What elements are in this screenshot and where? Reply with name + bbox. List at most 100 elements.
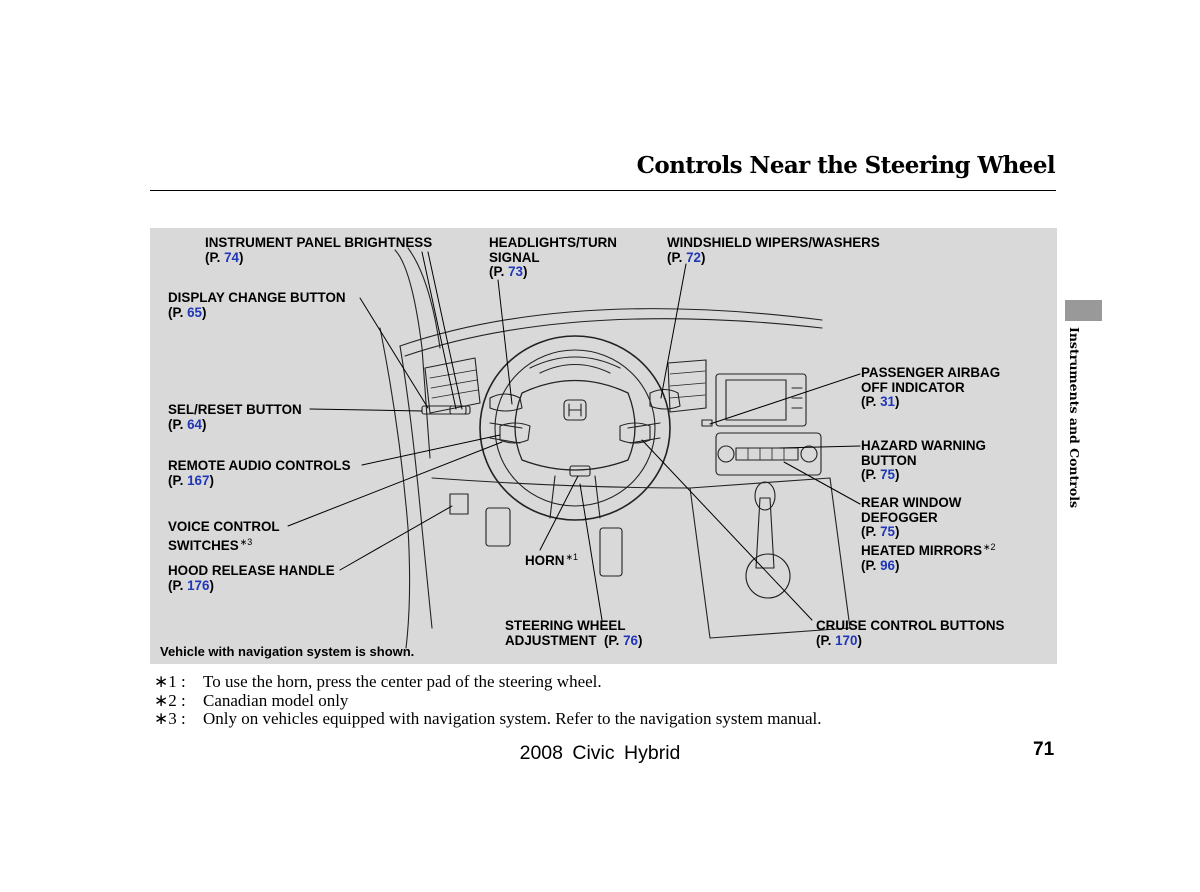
page-link-73[interactable]: 73 bbox=[508, 264, 524, 279]
callout-label-line2: DEFOGGER bbox=[861, 509, 938, 525]
remote-audio-switches bbox=[499, 422, 531, 444]
page-link-72[interactable]: 72 bbox=[686, 249, 702, 265]
honda-h bbox=[568, 403, 582, 417]
page-reference: (P. 72) bbox=[667, 249, 880, 266]
footnote-text: To use the horn, press the center pad of… bbox=[203, 672, 602, 691]
footnote-marker: ∗3 bbox=[239, 536, 253, 547]
page-reference: (P. 75) bbox=[861, 524, 961, 540]
callout-windshield-wipers: WINDSHIELD WIPERS/WASHERS (P. 72) bbox=[667, 235, 880, 266]
dash-left-edge bbox=[399, 345, 433, 629]
leader-remote-audio bbox=[361, 434, 501, 466]
page-link-96[interactable]: 96 bbox=[880, 557, 896, 573]
callout-steering-wheel-adjustment: STEERING WHEEL ADJUSTMENT (P. 76) bbox=[505, 618, 642, 648]
callout-label: REAR WINDOW bbox=[861, 495, 962, 510]
page-link-170[interactable]: 170 bbox=[835, 632, 858, 648]
right-vent-slats bbox=[669, 370, 706, 399]
steering-wheel-inner bbox=[494, 349, 656, 507]
steering-hub bbox=[514, 379, 636, 471]
ref-suffix: ) bbox=[202, 416, 207, 432]
page-link-75[interactable]: 75 bbox=[880, 524, 896, 539]
callout-label: HORN bbox=[525, 553, 565, 568]
ref-prefix: (P. bbox=[603, 632, 624, 648]
dash-top-line-2 bbox=[404, 318, 823, 357]
callout-label: HEATED MIRRORS bbox=[861, 543, 983, 558]
hood-release bbox=[449, 493, 469, 515]
wiper-stalk bbox=[649, 388, 681, 410]
shift-lever bbox=[755, 497, 775, 569]
callout-label-line2-wrap: SWITCHES∗3 bbox=[168, 535, 280, 554]
brightness-buttons bbox=[449, 405, 467, 415]
page-reference: (P. 176) bbox=[168, 577, 335, 594]
leader-airbag bbox=[709, 373, 861, 425]
page-link-76[interactable]: 76 bbox=[623, 632, 638, 648]
footnote-2: ∗2 : Canadian model only bbox=[154, 690, 821, 711]
page-link-64[interactable]: 64 bbox=[187, 416, 203, 432]
callout-horn: HORN∗1 bbox=[525, 550, 578, 569]
footnote-marker: ∗1 bbox=[565, 552, 578, 562]
leader-lines bbox=[287, 251, 861, 621]
callout-label: HEADLIGHTS/TURN bbox=[489, 235, 617, 250]
footnote-key: ∗2 : bbox=[154, 690, 186, 710]
leader-voice-control bbox=[287, 441, 503, 527]
page-reference: (P. 64) bbox=[168, 416, 302, 433]
callout-label: SEL/RESET BUTTON bbox=[168, 402, 302, 417]
navigation-screen-inner bbox=[725, 379, 787, 421]
callout-label: VOICE CONTROL bbox=[168, 519, 280, 534]
ref-prefix: (P. bbox=[489, 264, 509, 279]
pedal-accelerator bbox=[599, 527, 623, 577]
page-reference: (P. 75) bbox=[861, 467, 986, 483]
page-reference: (P. 167) bbox=[168, 472, 351, 489]
title-rule bbox=[150, 190, 1056, 191]
callout-label: DISPLAY CHANGE BUTTON bbox=[168, 290, 346, 305]
ref-prefix: (P. bbox=[861, 557, 881, 573]
leader-display-change bbox=[359, 297, 429, 409]
leader-steering-adjust bbox=[579, 483, 603, 621]
spoke-left bbox=[489, 422, 523, 444]
left-vent-slats bbox=[429, 369, 479, 399]
leader-brightness bbox=[421, 251, 457, 410]
horn-pad-button bbox=[569, 465, 591, 477]
leader-wipers bbox=[660, 263, 687, 399]
footnote-key: ∗3 : bbox=[154, 709, 186, 728]
door-trim bbox=[379, 327, 411, 649]
nav-buttons bbox=[791, 387, 803, 409]
page-link-176[interactable]: 176 bbox=[187, 577, 210, 593]
ref-suffix: ) bbox=[209, 577, 214, 593]
turn-signal-stalk bbox=[489, 393, 523, 412]
honda-emblem bbox=[563, 399, 587, 421]
ref-suffix: ) bbox=[523, 264, 528, 279]
footnote-marker: ∗2 bbox=[983, 542, 996, 552]
callout-cruise-control-buttons: CRUISE CONTROL BUTTONS (P. 170) bbox=[816, 618, 1004, 649]
ref-prefix: (P. bbox=[667, 249, 687, 265]
page-link-74[interactable]: 74 bbox=[224, 249, 240, 265]
leader-cruise bbox=[641, 439, 813, 621]
leader-headlights bbox=[497, 279, 513, 405]
page-reference: (P. 170) bbox=[816, 632, 1004, 649]
cruise-switches bbox=[619, 422, 651, 444]
callout-headlights-turn-signal: HEADLIGHTS/TURN SIGNAL (P. 73) bbox=[489, 235, 617, 280]
ref-prefix: (P. bbox=[816, 632, 836, 648]
windshield-pillar-left bbox=[394, 249, 431, 459]
shift-knob bbox=[754, 481, 776, 511]
footnote-3: ∗3 : Only on vehicles equipped with navi… bbox=[154, 709, 822, 729]
callout-rear-window-defogger: REAR WINDOW DEFOGGER (P. 75) bbox=[861, 495, 962, 540]
page-link-31[interactable]: 31 bbox=[880, 394, 896, 409]
page-reference: (P. 96) bbox=[861, 557, 996, 574]
page-footer: 2008 Civic Hybrid bbox=[519, 742, 681, 764]
page-link-75[interactable]: 75 bbox=[880, 467, 896, 482]
callout-sel-reset-button: SEL/RESET BUTTON (P. 64) bbox=[168, 402, 302, 433]
sel-reset-buttons bbox=[421, 405, 471, 415]
ref-suffix: ) bbox=[209, 472, 214, 488]
page-link-167[interactable]: 167 bbox=[187, 472, 210, 488]
leader-hood-release bbox=[339, 505, 453, 571]
callout-label: INSTRUMENT PANEL BRIGHTNESS bbox=[205, 235, 433, 250]
footnote-key: ∗1 : bbox=[154, 672, 186, 691]
spoke-right bbox=[627, 422, 661, 444]
section-side-label: Instruments and Controls bbox=[1067, 327, 1082, 508]
ref-suffix: ) bbox=[895, 524, 900, 539]
callout-label: REMOTE AUDIO CONTROLS bbox=[168, 458, 351, 473]
ref-prefix: (P. bbox=[205, 249, 225, 265]
ref-prefix: (P. bbox=[861, 394, 881, 409]
page-link-65[interactable]: 65 bbox=[187, 304, 203, 320]
footnote-text: Only on vehicles equipped with navigatio… bbox=[203, 709, 822, 728]
